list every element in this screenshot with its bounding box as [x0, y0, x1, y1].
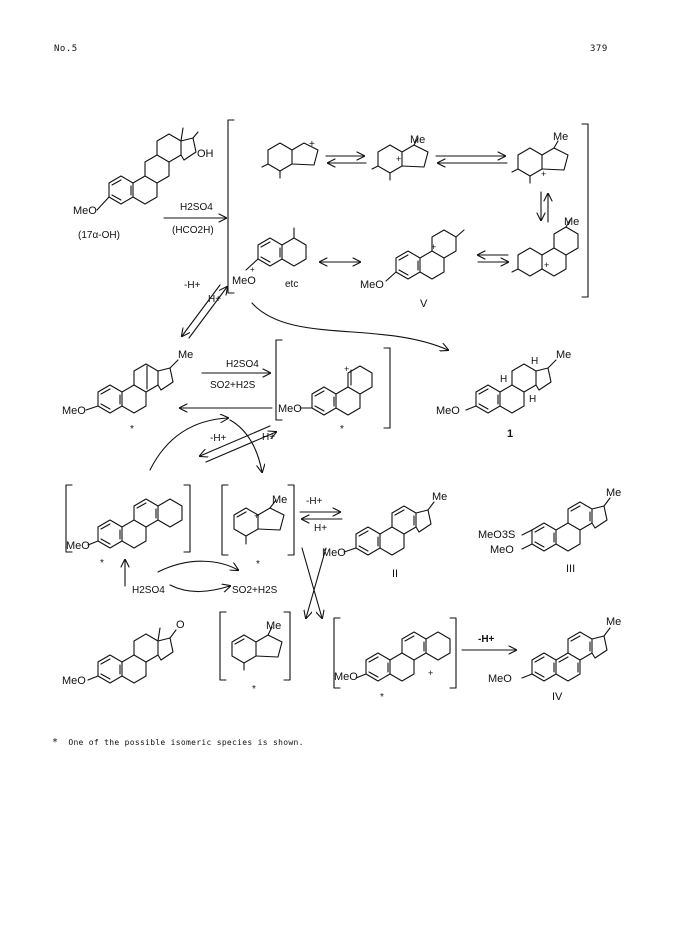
- cation-d: [245, 227, 307, 271]
- label-iv: IV: [552, 691, 563, 703]
- phenanthrene-cation: [355, 631, 451, 682]
- svg-text:Me: Me: [553, 131, 568, 143]
- svg-text:*: *: [256, 559, 260, 570]
- svg-text:H+: H+: [262, 432, 275, 443]
- start-tag: (17α-OH): [78, 230, 120, 241]
- svg-text:+: +: [544, 260, 549, 270]
- start-steroid: [108, 127, 199, 205]
- svg-text:MeO: MeO: [488, 673, 512, 685]
- reagent-h2so4: H2SO4: [180, 202, 213, 213]
- svg-text:SO2+H2S: SO2+H2S: [210, 380, 256, 391]
- svg-text:Me: Me: [272, 494, 287, 506]
- svg-text:H: H: [500, 374, 507, 385]
- compound-iii: [521, 497, 611, 552]
- svg-text:H+: H+: [314, 523, 327, 534]
- svg-text:Me: Me: [432, 491, 447, 503]
- aromatic-cation-left: [87, 498, 183, 549]
- reaction-scheme: OH MeO (17α-OH) H2SO4 (HCO2H) + Me + Me …: [62, 119, 621, 703]
- cation-a: [261, 142, 319, 179]
- reagent-hco2h: (HCO2H): [172, 225, 214, 236]
- svg-text:-H+: -H+: [478, 634, 495, 645]
- cation-b: [371, 137, 429, 181]
- svg-text:Me: Me: [606, 487, 621, 499]
- svg-text:+: +: [431, 242, 436, 252]
- cation-e: [511, 219, 579, 277]
- curved-arrow-to-1: [251, 302, 448, 350]
- svg-text:H2SO4: H2SO4: [226, 359, 259, 370]
- svg-text:O: O: [176, 619, 185, 631]
- svg-text:-H+: -H+: [210, 433, 227, 444]
- svg-text:Me: Me: [410, 134, 425, 146]
- svg-text:H: H: [531, 356, 538, 367]
- bracket-left: [227, 119, 235, 294]
- svg-text:-H+: -H+: [306, 496, 323, 507]
- meo-label: MeO: [73, 205, 97, 217]
- cation-c: [511, 140, 569, 184]
- label-1: 1: [507, 428, 513, 440]
- svg-text:*: *: [100, 558, 104, 569]
- svg-text:+: +: [428, 668, 433, 678]
- svg-text:etc: etc: [285, 279, 298, 290]
- svg-text:*: *: [380, 692, 384, 703]
- svg-text:H2SO4: H2SO4: [132, 585, 165, 596]
- svg-text:MeO: MeO: [322, 547, 346, 559]
- svg-text:Me: Me: [556, 349, 571, 361]
- label-v: V: [420, 298, 428, 310]
- product-1: [465, 359, 557, 414]
- svg-text:+: +: [250, 265, 255, 274]
- footnote: * One of the possible isomeric species is…: [52, 737, 304, 748]
- svg-text:MeO: MeO: [436, 405, 460, 417]
- svg-text:MeO: MeO: [490, 544, 514, 556]
- oh-label: OH: [197, 148, 214, 160]
- page-number: 379: [590, 44, 608, 54]
- label-ii: II: [392, 568, 398, 580]
- svg-text:*: *: [340, 424, 344, 435]
- svg-text:*: *: [130, 424, 134, 435]
- svg-text:+: +: [344, 364, 349, 374]
- footnote-text: One of the possible isomeric species is …: [68, 738, 304, 747]
- svg-text:+: +: [309, 139, 315, 150]
- bracket-right: [581, 123, 589, 298]
- svg-text:MeO: MeO: [334, 671, 358, 683]
- middle-cation: [299, 365, 373, 416]
- svg-text:MeO: MeO: [66, 540, 90, 552]
- svg-text:-H+: -H+: [184, 280, 201, 291]
- svg-text:Me: Me: [606, 616, 621, 628]
- svg-text:Me: Me: [564, 216, 579, 228]
- svg-text:SO2+H2S: SO2+H2S: [232, 585, 278, 596]
- svg-text:MeO: MeO: [232, 275, 256, 287]
- diene-steroid: [85, 359, 179, 414]
- hydrindane-diene: [231, 626, 283, 671]
- svg-text:+: +: [541, 169, 546, 179]
- compound-ii: [343, 501, 435, 556]
- svg-text:*: *: [252, 684, 256, 695]
- estrone-methyl-ether: [87, 627, 177, 684]
- hydrindane-cation-mid: [233, 499, 285, 545]
- svg-text:MeO: MeO: [360, 279, 384, 291]
- compound-iv: [521, 627, 611, 682]
- svg-text:+: +: [396, 154, 401, 164]
- svg-text:+: +: [254, 511, 259, 521]
- journal-issue: No.5: [54, 44, 78, 54]
- svg-text:MeO3S: MeO3S: [478, 529, 515, 541]
- svg-text:H+: H+: [208, 294, 221, 305]
- footnote-mark: *: [52, 737, 59, 748]
- label-iii: III: [566, 563, 575, 575]
- svg-text:Me: Me: [178, 349, 193, 361]
- compound-v: [385, 229, 465, 282]
- svg-text:MeO: MeO: [62, 675, 86, 687]
- svg-text:MeO: MeO: [62, 405, 86, 417]
- svg-text:H: H: [529, 394, 536, 405]
- svg-text:Me: Me: [266, 620, 281, 632]
- svg-text:MeO: MeO: [278, 403, 302, 415]
